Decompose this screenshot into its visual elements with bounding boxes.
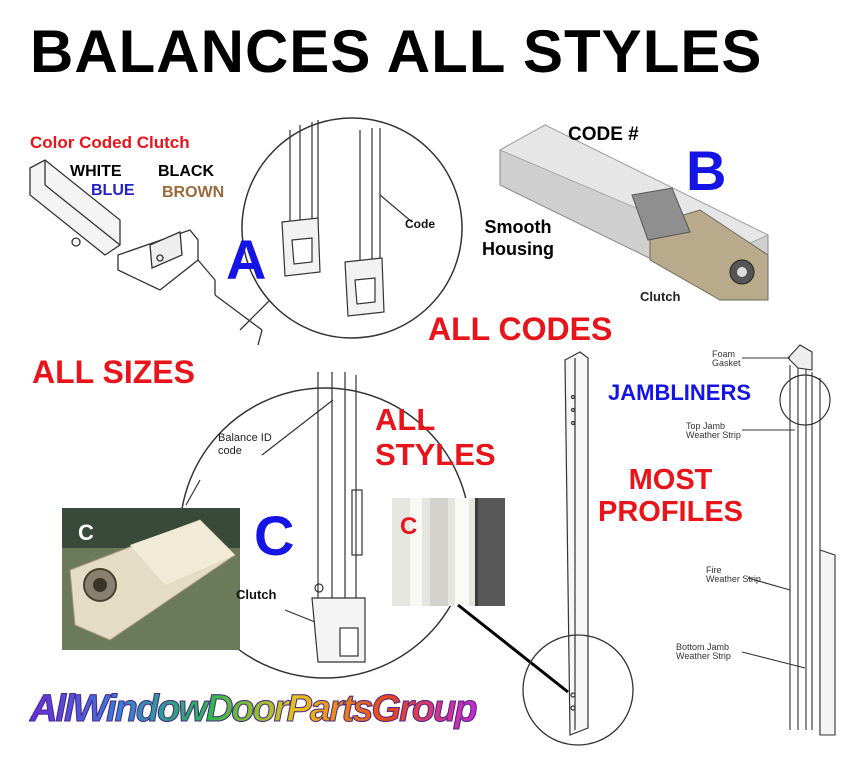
clutch-label-c: Clutch [236, 587, 277, 602]
jamb-photo [392, 498, 505, 606]
panel-b-photo [490, 118, 770, 313]
jambliners-label: JAMBLINERS [608, 380, 752, 405]
code-number-label: CODE # [568, 124, 639, 145]
clutch-bracket-drawing [29, 159, 291, 346]
fire-weather-strip-label: Fire Weather Strip [706, 565, 761, 585]
photo-c-letter: C [78, 520, 94, 545]
panel-a-letter: A [226, 228, 267, 291]
code-label-a: Code [405, 217, 435, 231]
foam-gasket-label: Foam Gasket [712, 349, 741, 369]
color-coded-clutch-heading: Color Coded Clutch [30, 133, 190, 152]
brand-logo: AllWindowDoorPartsGroup [30, 688, 479, 731]
clutch-photo [62, 508, 240, 650]
page-title: BALANCES ALL STYLES [30, 18, 763, 85]
smooth-housing-label: Smooth Housing [482, 217, 554, 259]
all-styles-label: ALL STYLES [375, 402, 496, 472]
color-blue-label: BLUE [91, 182, 135, 199]
color-brown-label: BROWN [162, 184, 225, 201]
bottom-jamb-weather-strip-label: Bottom Jamb Weather Strip [676, 642, 731, 662]
jambliner-drawing [741, 344, 836, 736]
color-black-label: BLACK [158, 163, 214, 180]
panel-c-letter: C [254, 504, 295, 567]
all-codes-label: ALL CODES [428, 311, 613, 347]
top-jamb-weather-strip-label: Top Jamb Weather Strip [686, 421, 741, 441]
tall-balance-drawing [522, 351, 634, 746]
color-white-label: WHITE [70, 163, 122, 180]
panel-b-letter: B [686, 139, 727, 202]
clutch-label-b: Clutch [640, 289, 681, 304]
balance-id-code-label: Balance ID code [218, 432, 272, 457]
pointer-line [457, 603, 569, 694]
most-profiles-label: MOST PROFILES [598, 464, 744, 529]
panel-a-magnified-circle [241, 117, 463, 339]
photo2-c-letter: C [400, 513, 418, 540]
all-sizes-label: ALL SIZES [32, 354, 195, 390]
